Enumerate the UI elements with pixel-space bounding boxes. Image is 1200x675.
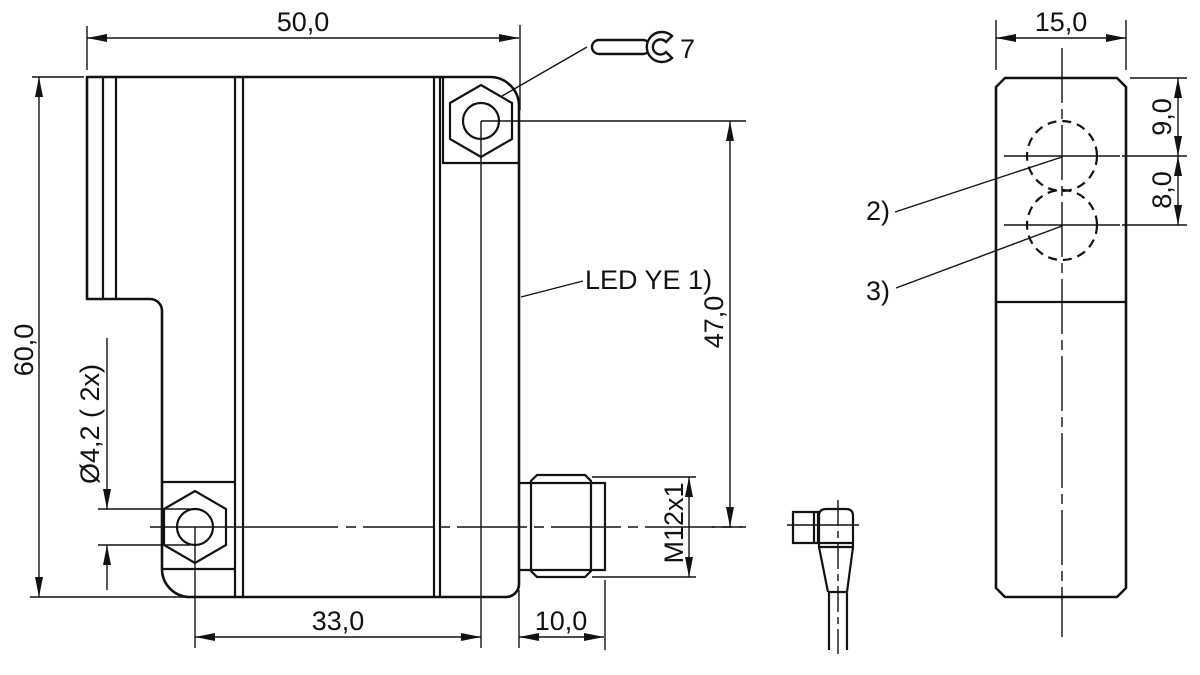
dim-side-width-label: 15,0 [1035,7,1088,37]
wrench-icon [590,30,674,64]
front-view [85,75,746,648]
connector-taper [817,546,855,594]
dim-height-60: 60,0 [9,76,192,598]
top-hex-pocket [441,77,519,165]
side-view [994,48,1128,637]
dim-hole-diameter-label: Ø4,2 ( 2x) [75,364,105,484]
wrench-size-label: 7 [680,34,695,64]
cable-connector-icon [787,500,859,654]
dim-width-50: 50,0 [86,7,521,110]
dim-connector-length-label: 10,0 [535,606,588,636]
dim-hole-spacing-v-label: 47,0 [699,296,729,349]
callout-2-leader [894,156,1063,213]
callout-3: 3) [866,225,1063,306]
connector-nut [791,510,820,545]
callout-3-leader [895,225,1063,289]
bottom-hex-pocket [161,480,235,571]
callout-3-label: 3) [866,276,890,306]
connector-body [817,507,855,549]
m12-connector-barrel [529,473,593,579]
callout-2: 2) [866,156,1063,226]
wrench-callout: 7 [501,30,695,97]
dim-lens1-to-lens2-8: 8,0 [1122,156,1187,226]
dim-height-label: 60,0 [9,324,39,377]
dim-width-label: 50,0 [277,7,330,37]
dim-thread-m12: M12x1 [592,476,696,578]
connector-cable [827,592,849,650]
dim-8-label: 8,0 [1147,171,1177,209]
dim-9-label: 9,0 [1147,98,1177,136]
top-hex-nut [448,83,514,159]
led-label: LED YE 1) [585,265,712,295]
dim-top-to-lens1-9: 9,0 [1122,77,1187,157]
wrench-leader-line [501,46,588,97]
dim-hole-spacing-47: 47,0 [699,121,742,528]
dim-connector-length-10: 10,0 [518,580,606,650]
dim-hole-spacing-h-label: 33,0 [312,606,365,636]
callout-2-label: 2) [866,196,890,226]
dim-hole-spacing-33: 33,0 [195,606,481,641]
led-leader-line [520,280,584,298]
dim-side-width-15: 15,0 [995,7,1127,70]
led-callout: LED YE 1) [520,265,712,298]
front-body-outline [85,75,521,599]
dim-hole-diameter: Ø4,2 ( 2x) [75,338,190,590]
front-internal-edges [101,77,442,597]
dim-thread-label: M12x1 [659,482,689,563]
side-body-outline [994,76,1128,599]
